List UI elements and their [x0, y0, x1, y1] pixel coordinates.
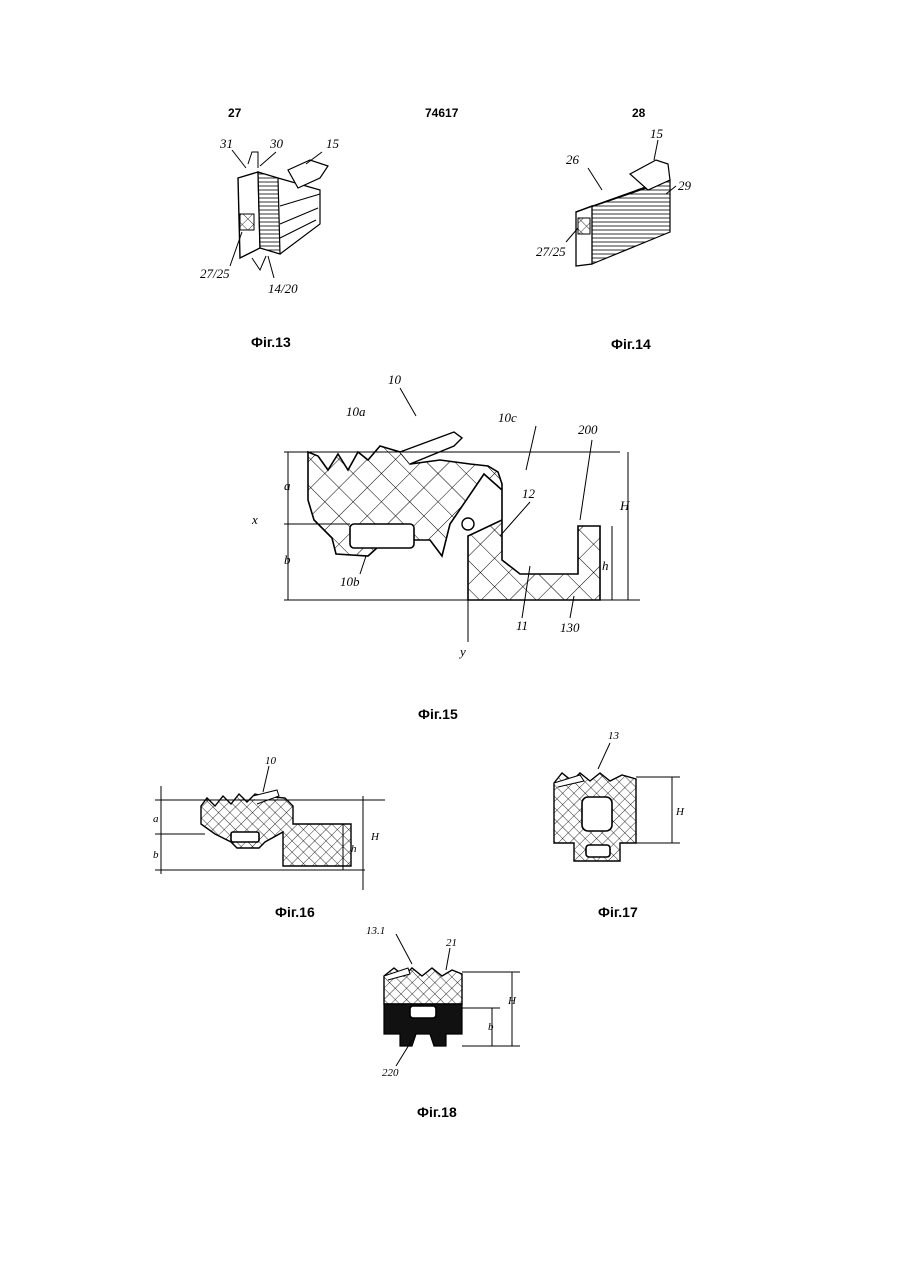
- label-10: 10: [265, 755, 277, 767]
- label-x: x: [251, 512, 258, 527]
- label-27-25: 27/25: [200, 266, 230, 281]
- label-14-20: 14/20: [268, 281, 298, 296]
- label-H: H: [675, 806, 685, 818]
- figure-14-drawing: 15 26 29 27/25: [530, 124, 710, 274]
- label-10c: 10c: [498, 410, 517, 425]
- label-15: 15: [326, 136, 340, 151]
- figure-15-drawing: 10 10a 10c 200 12 a b H h x y 10b 11 130: [240, 360, 660, 660]
- caption-fig-13: Фіг.13: [251, 334, 291, 350]
- label-a: a: [153, 813, 159, 825]
- label-h: h: [351, 843, 357, 855]
- label-13-1: 13.1: [366, 925, 385, 937]
- label-10: 10: [388, 372, 402, 387]
- label-b: b: [488, 1021, 494, 1033]
- label-220: 220: [382, 1067, 399, 1079]
- label-200: 200: [578, 422, 598, 437]
- patent-number: 74617: [425, 106, 458, 120]
- label-21: 21: [446, 937, 457, 949]
- label-11: 11: [516, 618, 528, 633]
- figure-16-drawing: 10 a b H h: [145, 750, 395, 900]
- label-H: H: [370, 831, 380, 843]
- label-26: 26: [566, 152, 580, 167]
- label-b: b: [153, 849, 159, 861]
- caption-fig-18: Фіг.18: [417, 1104, 457, 1120]
- label-13: 13: [608, 730, 620, 742]
- label-b: b: [284, 552, 291, 567]
- label-15: 15: [650, 126, 664, 141]
- label-a: a: [284, 478, 291, 493]
- label-130: 130: [560, 620, 580, 635]
- caption-fig-14: Фіг.14: [611, 336, 651, 352]
- page-number-left: 27: [228, 106, 241, 120]
- label-12: 12: [522, 486, 536, 501]
- label-29: 29: [678, 178, 692, 193]
- label-H: H: [619, 498, 630, 513]
- caption-fig-16: Фіг.16: [275, 904, 315, 920]
- label-10b: 10b: [340, 574, 360, 589]
- figure-13-drawing: 31 30 15 27/25 14/20: [180, 128, 360, 298]
- label-30: 30: [269, 136, 284, 151]
- caption-fig-17: Фіг.17: [598, 904, 638, 920]
- figure-17-drawing: 13 H: [540, 725, 700, 875]
- page-number-right: 28: [632, 106, 645, 120]
- label-10a: 10a: [346, 404, 366, 419]
- label-27-25: 27/25: [536, 244, 566, 259]
- caption-fig-15: Фіг.15: [418, 706, 458, 722]
- label-y: y: [458, 644, 466, 659]
- figure-18-drawing: 13.1 21 H b 220: [350, 920, 550, 1080]
- label-H: H: [507, 995, 517, 1007]
- label-h: h: [602, 558, 609, 573]
- label-31: 31: [219, 136, 233, 151]
